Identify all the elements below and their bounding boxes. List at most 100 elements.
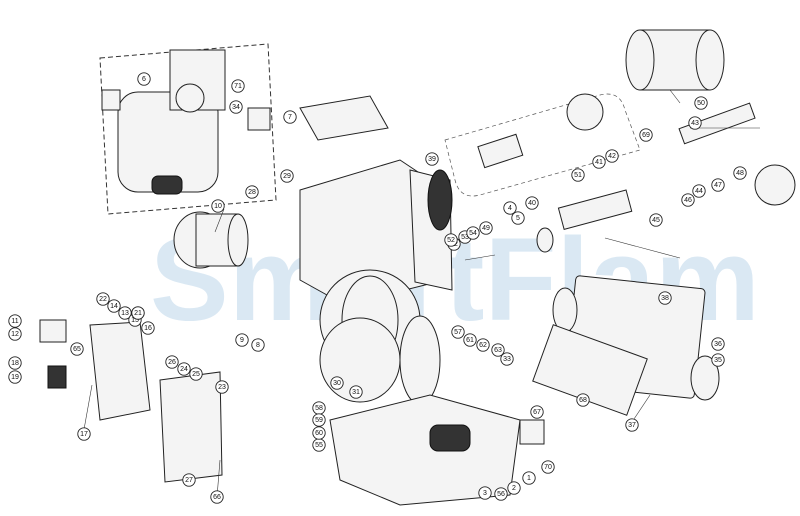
callout-number: 34 (232, 104, 240, 111)
callout-circle (349, 385, 363, 399)
callout-circle (70, 342, 84, 356)
callout-circle (189, 367, 203, 381)
callout-41: 41 (592, 155, 606, 169)
callout-number: 41 (595, 159, 603, 166)
callout-60: 60 (312, 426, 326, 440)
callout-labels: 1234567891011121314151617181920212223242… (8, 72, 747, 504)
callout-circle (711, 178, 725, 192)
callout-42: 42 (605, 149, 619, 163)
callout-circle (165, 355, 179, 369)
callout-circle (466, 226, 480, 240)
callout-number: 56 (497, 491, 505, 498)
callout-number: 49 (482, 225, 490, 232)
callout-number: 43 (691, 120, 699, 127)
callout-65: 65 (70, 342, 84, 356)
callout-62: 62 (476, 338, 490, 352)
callout-number: 37 (628, 422, 636, 429)
callout-66: 66 (210, 490, 224, 504)
callout-number: 69 (642, 132, 650, 139)
callout-28: 28 (245, 185, 259, 199)
callout-circle (476, 338, 490, 352)
callout-number: 29 (283, 173, 291, 180)
callout-17: 17 (77, 427, 91, 441)
callout-57: 57 (451, 325, 465, 339)
callout-number: 71 (234, 83, 242, 90)
callout-circle (211, 199, 225, 213)
callout-number: 15 (131, 317, 139, 324)
callout-circle (625, 418, 639, 432)
callout-5: 5 (511, 211, 525, 225)
callout-12: 12 (8, 327, 22, 341)
callout-circle (137, 72, 151, 86)
callout-69: 69 (639, 128, 653, 142)
callout-number: 16 (144, 325, 152, 332)
callout-11: 11 (8, 314, 22, 328)
callout-number: 10 (214, 203, 222, 210)
callout-number: 52 (447, 237, 455, 244)
callout-33: 33 (500, 352, 514, 366)
callout-number: 70 (544, 464, 552, 471)
callout-39: 39 (425, 152, 439, 166)
callout-number: 63 (494, 347, 502, 354)
callout-number: 48 (736, 170, 744, 177)
callout-35: 35 (711, 353, 725, 367)
leader-lines (82, 89, 760, 498)
callout-number: 5 (516, 215, 520, 222)
callout-44: 44 (692, 184, 706, 198)
callout-circle (500, 352, 514, 366)
callout-circle (491, 343, 505, 357)
callout-46: 46 (681, 193, 695, 207)
callout-number: 67 (533, 409, 541, 416)
callout-circle (478, 486, 492, 500)
callout-number: 58 (315, 405, 323, 412)
callout-27: 27 (182, 473, 196, 487)
callout-34: 34 (229, 100, 243, 114)
callout-31: 31 (349, 385, 363, 399)
callout-58: 58 (312, 401, 326, 415)
callout-circle (522, 471, 536, 485)
callout-9: 9 (235, 333, 249, 347)
callout-circle (245, 185, 259, 199)
callout-circle (511, 211, 525, 225)
callout-circle (592, 155, 606, 169)
callout-number: 54 (469, 230, 477, 237)
callout-number: 13 (121, 310, 129, 317)
callout-6: 6 (137, 72, 151, 86)
lower-frame (329, 394, 545, 506)
callout-number: 30 (333, 380, 341, 387)
callout-number: 27 (185, 477, 193, 484)
callout-circle (177, 362, 191, 376)
callout-circle (541, 460, 555, 474)
callout-number: 45 (652, 217, 660, 224)
callout-circle (312, 426, 326, 440)
callout-circle (330, 376, 344, 390)
callout-number: 12 (11, 331, 19, 338)
callout-number: 59 (315, 417, 323, 424)
callout-49: 49 (479, 221, 493, 235)
callout-54: 54 (466, 226, 480, 240)
callout-21: 21 (131, 306, 145, 320)
callout-number: 25 (192, 371, 200, 378)
callout-circle (444, 233, 458, 247)
callout-59: 59 (312, 413, 326, 427)
callout-47: 47 (711, 178, 725, 192)
callout-circle (8, 314, 22, 328)
callout-circle (530, 405, 544, 419)
callout-4: 4 (503, 201, 517, 215)
callout-circle (77, 427, 91, 441)
callout-number: 46 (684, 197, 692, 204)
callout-number: 36 (714, 341, 722, 348)
callout-number: 53 (461, 234, 469, 241)
callout-number: 19 (11, 374, 19, 381)
callout-25: 25 (189, 367, 203, 381)
callout-circle (479, 221, 493, 235)
callout-number: 66 (213, 494, 221, 501)
callout-18: 18 (8, 356, 22, 370)
callout-circle (649, 213, 663, 227)
callout-circle (658, 291, 672, 305)
burner-housing (299, 159, 453, 306)
callout-number: 40 (528, 200, 536, 207)
callout-22: 22 (96, 292, 110, 306)
callout-number: 68 (579, 397, 587, 404)
callout-26: 26 (165, 355, 179, 369)
